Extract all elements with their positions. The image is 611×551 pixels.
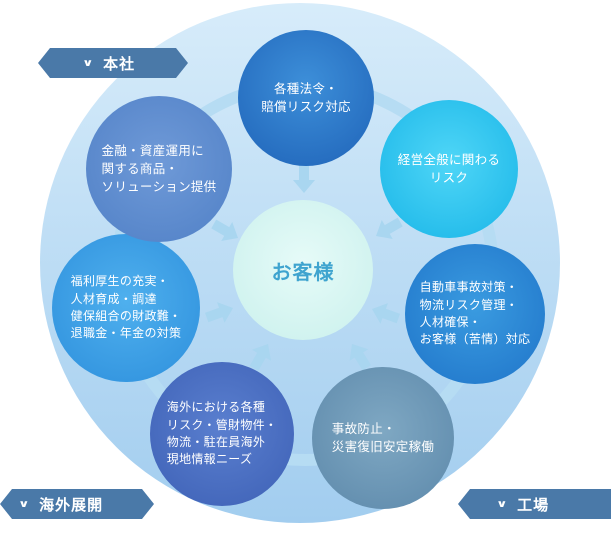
circle-accident-prevention-label: 事故防止・ 災害復旧安定稼働 [331, 420, 435, 454]
circle-auto-logistics: 自動車事故対策・ 物流リスク管理・ 人材確保・ お客様（苦情）対応 [405, 244, 545, 384]
circle-legal-liability-label: 各種法令・ 賠償リスク対応 [261, 80, 351, 114]
tag-factory: ∨ 工場 [458, 489, 611, 519]
circle-general-management-label: 経営全般に関わる リスク [397, 151, 501, 185]
circle-legal-liability: 各種法令・ 賠償リスク対応 [238, 30, 374, 166]
tag-factory-label: 工場 [517, 495, 550, 514]
center-customer-label: お客様 [271, 259, 335, 284]
arrow-from-overseas [249, 344, 272, 371]
arrow-from-welfare [204, 302, 233, 323]
tag-head-office: ∨ 本社 [38, 48, 188, 78]
circle-welfare-hr-label: 福利厚生の充実・ 人材育成・調達 健保組合の財政難・ 退職金・年金の対策 [70, 274, 182, 341]
arrow-from-management [376, 217, 403, 240]
tag-overseas: ∨ 海外展開 [0, 489, 154, 519]
chevron-down-icon: ∨ [82, 57, 95, 69]
arrow-from-auto [372, 303, 401, 324]
chevron-down-icon: ∨ [18, 498, 31, 510]
circle-finance-assets-label: 金融・資産運用に 関する商品・ ソリューション提供 [101, 142, 217, 195]
chevron-down-icon: ∨ [496, 498, 509, 510]
tag-head-office-label: 本社 [103, 54, 136, 73]
tag-overseas-label: 海外展開 [39, 495, 104, 514]
circle-overseas-risk: 海外における各種 リスク・管財物件・ 物流・駐在員海外 現地情報ニーズ [150, 362, 294, 506]
circle-accident-prevention: 事故防止・ 災害復旧安定稼働 [312, 367, 454, 509]
circle-finance-assets: 金融・資産運用に 関する商品・ ソリューション提供 [86, 96, 232, 242]
circle-welfare-hr: 福利厚生の充実・ 人材育成・調達 健保組合の財政難・ 退職金・年金の対策 [52, 234, 200, 382]
arrow-from-prevention [349, 344, 372, 371]
arrow-from-finance [211, 219, 238, 242]
circle-overseas-risk-label: 海外における各種 リスク・管財物件・ 物流・駐在員海外 現地情報ニーズ [166, 400, 278, 467]
center-customer-circle: お客様 [233, 200, 373, 340]
circle-auto-logistics-label: 自動車事故対策・ 物流リスク管理・ 人材確保・ お客様（苦情）対応 [419, 280, 531, 347]
circle-general-management: 経営全般に関わる リスク [380, 100, 518, 238]
arrow-from-legal [293, 165, 315, 193]
